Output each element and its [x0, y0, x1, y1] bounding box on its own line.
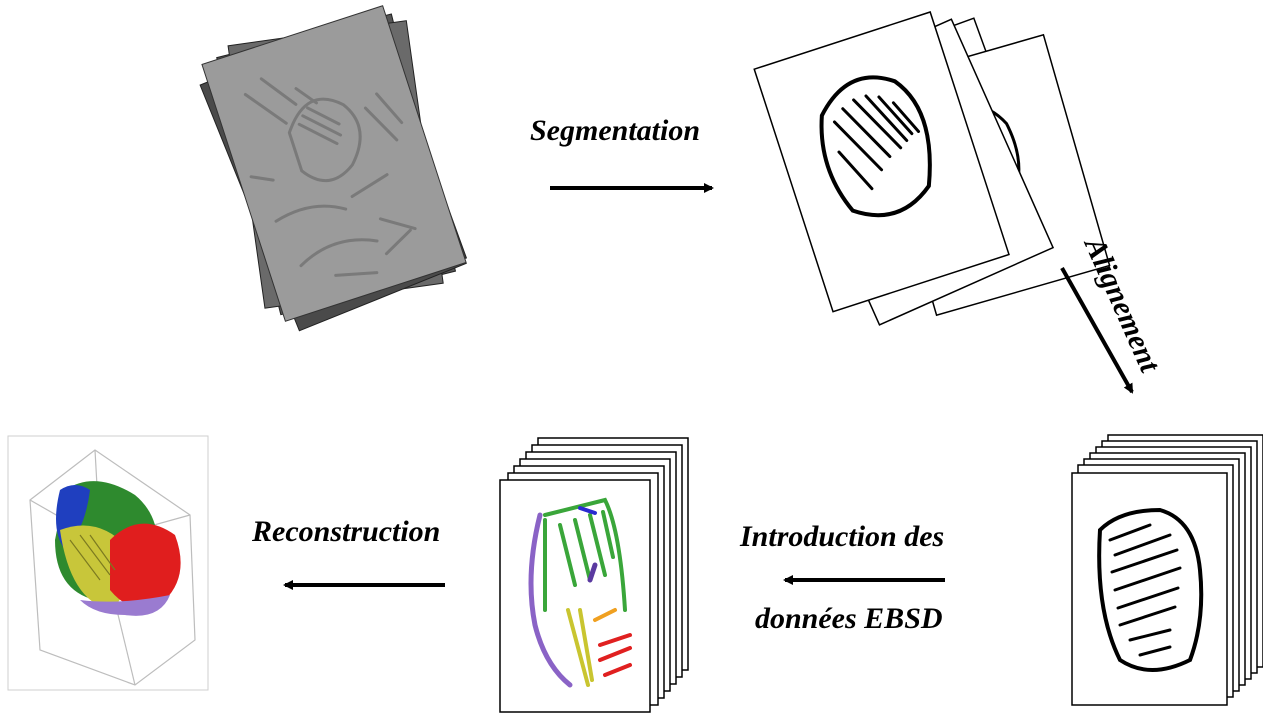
reconstruction-label: Reconstruction [252, 515, 441, 548]
introduction-label-line1: Introduction des [740, 520, 945, 553]
introduction-label-line2: données EBSD [755, 602, 943, 635]
ebsd-front-slice [528, 497, 632, 688]
segmented-image-stack [753, 11, 1111, 326]
segmented-front-slice [753, 11, 1010, 313]
segmentation-label: Segmentation [530, 114, 701, 147]
reconstruction-3d-view [7, 435, 209, 691]
ebsd-image-stack [499, 437, 689, 713]
aligned-image-stack [1071, 434, 1263, 706]
raw-front-slice [201, 5, 467, 322]
raw-image-stack [199, 5, 468, 332]
aligned-front-slice [1097, 507, 1204, 672]
alignement-arrow [1060, 267, 1134, 394]
